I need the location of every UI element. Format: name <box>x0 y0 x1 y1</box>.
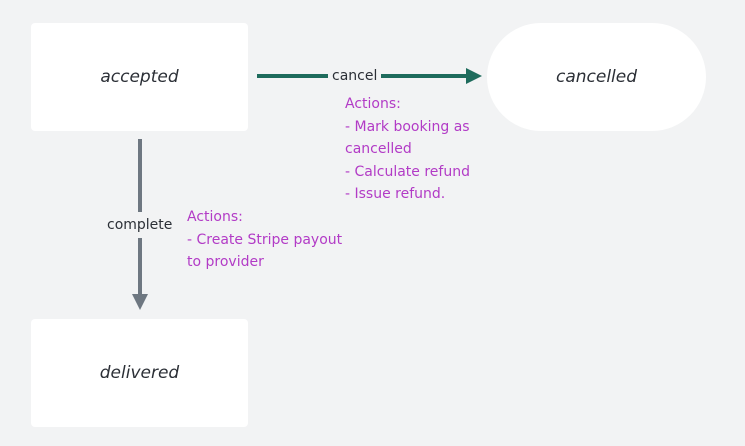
complete-actions-line: Actions: <box>187 209 243 225</box>
complete-actions-line: to provider <box>187 254 264 270</box>
state-node-delivered[interactable]: delivered <box>31 319 248 427</box>
cancel-actions-line: Actions: <box>345 96 401 112</box>
cancel-actions-line: - Issue refund. <box>345 186 446 202</box>
cancel-actions-line: - Mark booking as <box>345 118 470 135</box>
state-label-accepted: accepted <box>100 67 179 87</box>
edge-label-cancel: cancel <box>330 67 380 85</box>
cancel-actions-line: - Calculate refund <box>345 163 470 180</box>
edge-label-complete: complete <box>105 216 175 234</box>
complete-edge-arrowhead <box>132 294 148 310</box>
complete-actions-note: Actions: - Create Stripe payout to provi… <box>187 206 342 274</box>
cancel-edge-arrowhead <box>466 68 482 84</box>
state-node-accepted[interactable]: accepted <box>31 23 248 131</box>
state-node-cancelled[interactable]: cancelled <box>487 23 706 131</box>
complete-actions-line: - Create Stripe payout <box>187 231 343 248</box>
state-label-delivered: delivered <box>99 363 180 383</box>
state-label-cancelled: cancelled <box>555 67 638 87</box>
cancel-actions-note: Actions: - Mark booking as cancelled - C… <box>345 93 470 206</box>
cancel-actions-line: cancelled <box>345 141 412 157</box>
